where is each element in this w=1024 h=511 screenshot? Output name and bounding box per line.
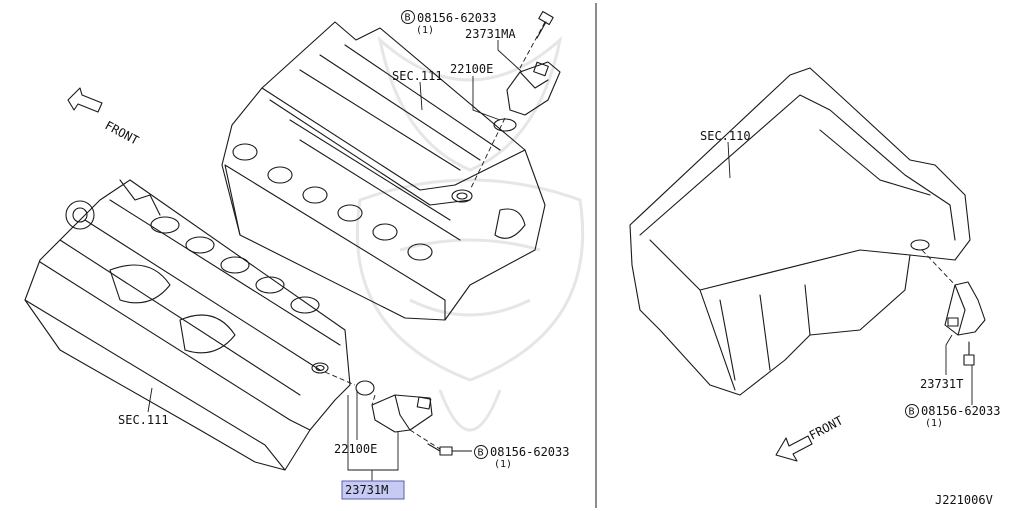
cylinder-head-upper: [221, 21, 546, 321]
leader-22100e-top: [472, 76, 501, 121]
part-23731m-label[interactable]: 23731M: [345, 483, 388, 497]
sec111-label-top: SEC.111: [392, 69, 443, 83]
front-arrow-right: [775, 435, 813, 462]
oil-pan: [629, 67, 971, 396]
exhaust-ports-upper: [232, 143, 433, 261]
bolt-marker-right: [905, 404, 919, 418]
bolt-part-number-top: 08156-62033: [417, 11, 496, 25]
leader-23731m: [347, 395, 399, 482]
assembly-line-right: [921, 249, 956, 286]
o-ring-bottom: [355, 380, 375, 396]
diagram-code: J221006V: [935, 493, 993, 507]
part-23731m-highlight[interactable]: [341, 480, 405, 500]
bolt-qty-right: (1): [925, 418, 943, 429]
part-23731t-label: 23731T: [920, 377, 963, 391]
cylinder-head-lower: [24, 179, 351, 471]
intake-ports-lower: [150, 216, 320, 314]
sec111-label-bottom: SEC.111: [118, 413, 169, 427]
bolt-marker-bottom: [474, 445, 488, 459]
assembly-line-top: [469, 21, 546, 191]
bolt-bottom: [427, 443, 453, 456]
bolt-qty-top: (1): [416, 25, 434, 36]
assembly-line-bottom: [324, 371, 441, 450]
bolt-top: [536, 10, 554, 39]
bolt-marker-top: [401, 10, 415, 24]
bolt-marker-top-letter: B: [405, 13, 411, 24]
bolt-qty-bottom: (1): [494, 459, 512, 470]
bolt-part-number-right: 08156-62033: [921, 404, 1000, 418]
bolt-right: [963, 341, 975, 366]
sensor-23731m: [371, 394, 433, 433]
leader-sec111-bottom: [147, 387, 153, 413]
sensor-23731ma: [506, 61, 561, 116]
part-22100e-label-bottom: 22100E: [334, 442, 377, 456]
front-arrow-left: [67, 87, 103, 113]
bolt-marker-bottom-letter: B: [478, 448, 484, 459]
leader-23731t: [945, 334, 953, 375]
leader-sec111-top: [419, 81, 423, 111]
sec110-label: SEC.110: [700, 129, 751, 143]
front-label-right: FRONT: [807, 413, 845, 442]
leader-sec110: [727, 141, 731, 179]
watermark-logo: [355, 35, 585, 432]
part-22100e-label-top: 22100E: [450, 62, 493, 76]
leader-23731ma: [497, 40, 523, 73]
front-label-left: FRONT: [103, 118, 141, 147]
part-23731ma-label: 23731MA: [465, 27, 516, 41]
sensor-23731t: [944, 281, 986, 336]
o-ring-top: [493, 118, 517, 132]
bolt-part-number-bottom: 08156-62033: [490, 445, 569, 459]
bolt-marker-right-letter: B: [909, 407, 915, 418]
